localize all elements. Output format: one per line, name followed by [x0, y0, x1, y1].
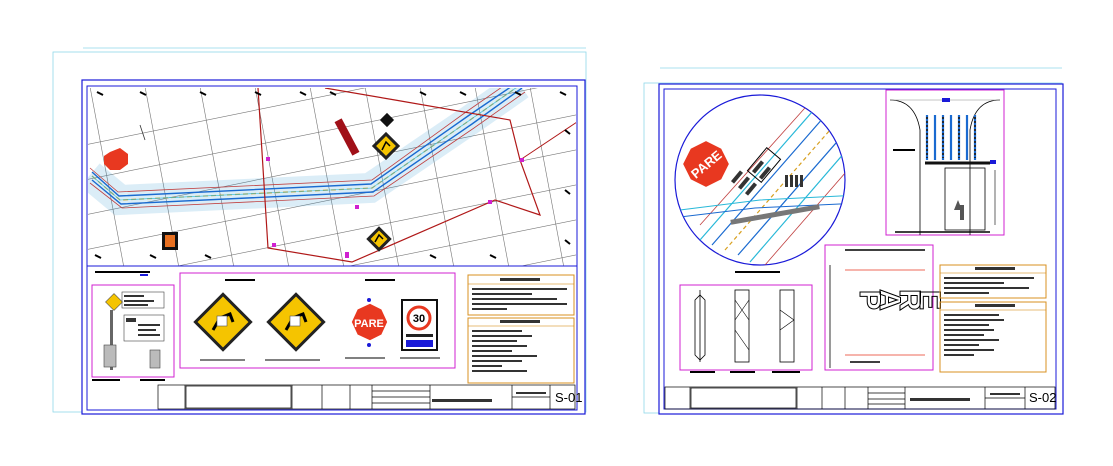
intersection-plan	[885, 89, 1005, 236]
stop-sign: PARE	[350, 298, 389, 347]
survey-markers	[266, 157, 524, 258]
gray-bar	[730, 204, 820, 225]
title-block-s01	[157, 384, 576, 410]
top-ticks	[94, 91, 571, 259]
sheet-s01-plan-view	[88, 88, 576, 266]
warning-sign-curve-right	[266, 292, 326, 352]
notes-box-bottom	[467, 317, 575, 384]
notes-box-right-bottom	[939, 301, 1047, 373]
detail-signs-panel: PARE 30	[179, 272, 456, 369]
map-small-diamond	[379, 112, 395, 128]
speed-sign-value: 30	[413, 313, 425, 325]
pavement-letter-r: R	[893, 289, 926, 311]
map-warning-sign-2	[366, 226, 392, 252]
notes-box-right-top	[939, 264, 1047, 299]
project-boundary	[257, 88, 541, 263]
sheet-s01: PARE 30	[52, 47, 587, 415]
speed-limit-sign: 30	[401, 299, 438, 351]
title-block-s02	[664, 386, 1056, 410]
sign-elevations	[679, 284, 813, 373]
crosswalk-bars	[730, 160, 803, 196]
sheet-number-s01: S-01	[555, 390, 582, 405]
detail-stop-sign: PARE	[680, 138, 732, 190]
pavement-marking-detail: P A R E	[824, 244, 947, 371]
sheet-s02: PARE	[643, 67, 1064, 415]
sheet-number-s02: S-02	[1029, 390, 1056, 405]
pavement-letter-e: E	[913, 290, 946, 310]
pavement-letter-p: P	[853, 290, 886, 310]
stop-sign-text: PARE	[354, 318, 384, 330]
detail-post	[91, 284, 175, 378]
warning-sign-curve-left	[193, 292, 253, 352]
notes-box-top	[467, 274, 575, 316]
dark-bar	[334, 118, 360, 156]
pavement-letter-a: A	[873, 289, 906, 311]
sheet-s01-inner-frame	[86, 85, 578, 411]
map-stop-sign	[104, 148, 128, 170]
zebra-bars	[925, 115, 977, 160]
map-small-sign	[162, 232, 178, 250]
